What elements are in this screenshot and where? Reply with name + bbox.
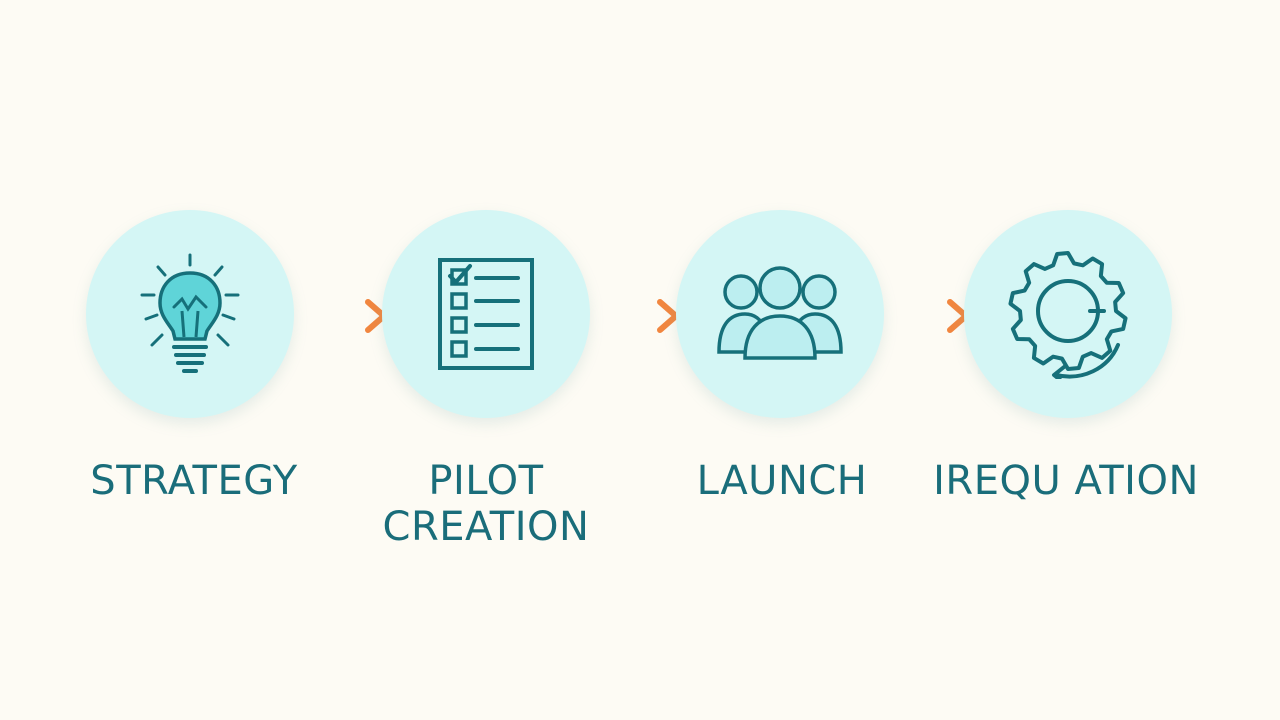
gear-cycle-icon bbox=[1008, 251, 1128, 379]
people-group-icon bbox=[717, 266, 843, 360]
step-iteration-circle bbox=[964, 210, 1172, 418]
step-strategy-circle bbox=[86, 210, 294, 418]
step-launch-label: LAUNCH bbox=[696, 458, 868, 504]
step-launch-circle bbox=[676, 210, 884, 418]
step-pilot-creation-label: PILOT CREATION bbox=[382, 458, 590, 550]
step-pilot-creation-circle bbox=[382, 210, 590, 418]
step-strategy-label: STRATEGY bbox=[90, 458, 298, 504]
lightbulb-icon bbox=[140, 253, 240, 373]
step-iteration-label: IREQU ATION bbox=[933, 458, 1199, 504]
checklist-icon bbox=[438, 258, 534, 370]
